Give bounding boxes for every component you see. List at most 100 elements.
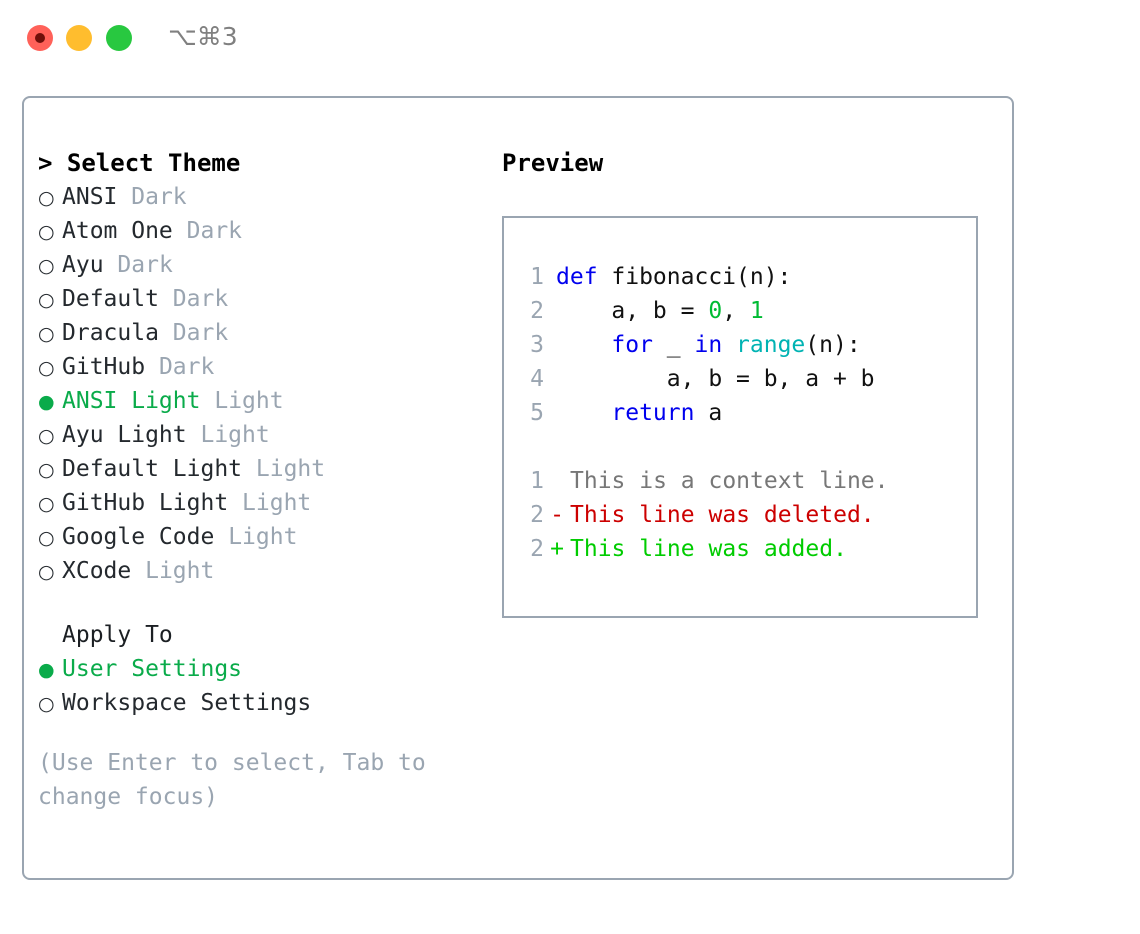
code-line-number: 2 [530, 298, 544, 324]
theme-list-item[interactable]: ○ GitHub Light Light [38, 486, 498, 520]
code-token-plain: a [694, 400, 723, 426]
diff-marker-context [544, 464, 570, 498]
theme-list-item[interactable]: ○ Atom One Dark [38, 214, 498, 248]
code-line: 2 a, b = 0, 1 [520, 294, 875, 328]
diff-line: 2+This line was added. [520, 532, 889, 566]
theme-name: ANSI Light [62, 388, 201, 414]
theme-name: Ayu [62, 252, 104, 278]
theme-name: Dracula [62, 320, 159, 346]
theme-kind-label: Light [228, 524, 298, 550]
code-token-plain: a, b = b, a + b [556, 366, 875, 392]
apply-to-option[interactable]: ○Workspace Settings [38, 686, 498, 720]
radio-unselected-icon: ○ [38, 561, 55, 583]
theme-name: GitHub [62, 354, 146, 380]
diff-line-number: 2 [530, 502, 544, 528]
theme-kind-label: Light [242, 490, 312, 516]
theme-list-item[interactable]: ○ Google Code Light [38, 520, 498, 554]
preview-title: Preview [502, 149, 604, 177]
theme-kind-label: Dark [186, 218, 243, 244]
theme-list-item[interactable]: ○Ayu Light Light [38, 418, 498, 452]
radio-unselected-icon: ○ [38, 425, 55, 447]
code-line-number: 4 [530, 366, 544, 392]
diff-marker-del: - [550, 502, 564, 528]
theme-kind-label: Dark [172, 320, 229, 346]
theme-name: ANSI [62, 184, 118, 210]
theme-name: GitHub Light [62, 490, 229, 516]
code-token-plain: a, b = [556, 298, 709, 324]
theme-name: Ayu Light [62, 422, 187, 448]
code-line-number: 1 [530, 264, 544, 290]
close-icon [35, 33, 45, 43]
theme-kind-label: Dark [158, 354, 215, 380]
code-token-plain: , [722, 298, 750, 324]
code-line: 4 a, b = b, a + b [520, 362, 875, 396]
radio-selected-icon: ● [38, 659, 55, 681]
diff-text: This line was added. [570, 536, 847, 562]
theme-list-item[interactable]: ○ Ayu Dark [38, 248, 498, 282]
theme-kind-label: Dark [117, 252, 173, 278]
theme-selector-column: > Select Theme ○ANSI Dark○Atom One Dark○… [38, 146, 498, 814]
diff-sample: 1 This is a context line.2-This line was… [520, 464, 889, 566]
radio-unselected-icon: ○ [38, 527, 55, 549]
theme-name: Google Code [62, 524, 215, 550]
close-button[interactable] [27, 25, 53, 51]
theme-list-item[interactable]: ○GitHub Dark [38, 350, 498, 384]
radio-unselected-icon: ○ [38, 221, 55, 243]
radio-unselected-icon: ○ [38, 459, 55, 481]
apply-to-section: Apply To ●User Settings○Workspace Settin… [38, 618, 498, 720]
theme-kind-label: Light [255, 456, 326, 482]
theme-kind-label: Dark [172, 286, 229, 312]
radio-unselected-icon: ○ [38, 289, 55, 311]
code-token-num: 1 [749, 298, 764, 324]
radio-unselected-icon: ○ [38, 255, 55, 277]
theme-name: Atom One [62, 218, 173, 244]
keyboard-hint-text: (Use Enter to select, Tab to change focu… [38, 750, 426, 810]
radio-selected-icon: ● [38, 391, 55, 413]
diff-text: This is a context line. [570, 468, 889, 494]
theme-selector-header: > Select Theme [38, 149, 241, 177]
theme-list-item[interactable]: ●ANSI Light Light [38, 384, 498, 418]
code-line-number: 5 [530, 400, 544, 426]
radio-unselected-icon: ○ [38, 493, 55, 515]
radio-unselected-icon: ○ [38, 187, 55, 209]
theme-list-item[interactable]: ○ Default Light Light [38, 452, 498, 486]
theme-name: Default Light [62, 456, 243, 482]
radio-unselected-icon: ○ [38, 693, 55, 715]
diff-line: 2-This line was deleted. [520, 498, 889, 532]
code-line: 3 for _ in range(n): [520, 328, 875, 362]
window-titlebar: ⌥⌘3 [0, 0, 1140, 78]
minimize-button[interactable] [66, 25, 92, 51]
apply-to-option[interactable]: ●User Settings [38, 652, 498, 686]
keyboard-shortcut-label: ⌥⌘3 [168, 22, 238, 51]
code-token-plain: fibonacci(n): [611, 264, 792, 290]
code-token-kw: for [611, 332, 653, 358]
theme-list-item[interactable]: ○Dracula Dark [38, 316, 498, 350]
code-token-kw: def [556, 264, 612, 290]
diff-line-number: 2 [530, 536, 544, 562]
theme-name: XCode [62, 558, 132, 584]
code-line-number: 3 [530, 332, 544, 358]
code-token-plain [556, 332, 611, 358]
theme-kind-label: Dark [131, 184, 187, 210]
theme-list-item[interactable]: ○Default Dark [38, 282, 498, 316]
apply-to-list: ●User Settings○Workspace Settings [38, 652, 498, 720]
code-token-builtin: range [736, 332, 806, 358]
code-line: 1 def fibonacci(n): [520, 260, 875, 294]
diff-line-number: 1 [530, 468, 544, 494]
code-line: 5 return a [520, 396, 875, 430]
diff-marker-add: + [550, 536, 564, 562]
code-token-plain [722, 332, 736, 358]
theme-list-item[interactable]: ○ ANSI Dark [38, 180, 498, 214]
code-token-num: 0 [708, 298, 723, 324]
diff-line: 1 This is a context line. [520, 464, 889, 498]
code-token-kw: in [694, 332, 723, 358]
code-token-kw: return [611, 400, 695, 426]
content-panel: > Select Theme ○ANSI Dark○Atom One Dark○… [22, 96, 1014, 880]
code-token-plain: _ [652, 332, 695, 358]
theme-list-item[interactable]: ○XCode Light [38, 554, 498, 588]
maximize-button[interactable] [106, 25, 132, 51]
